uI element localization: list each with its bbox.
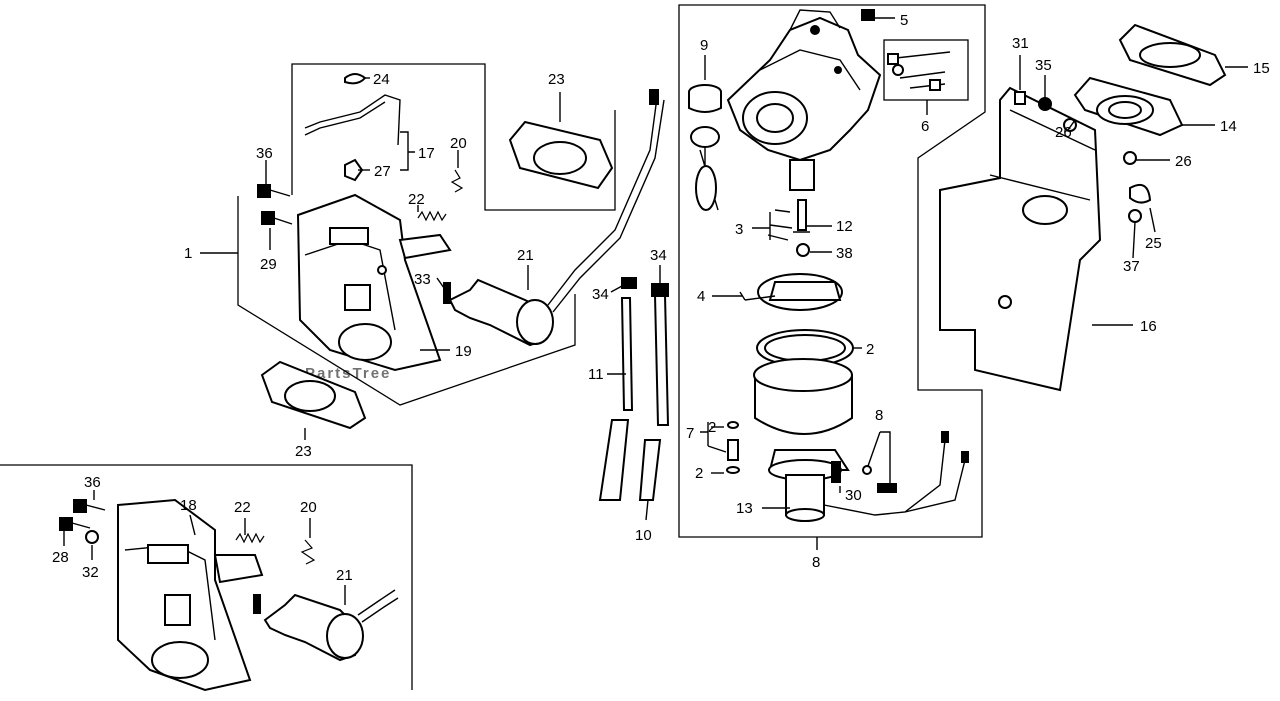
callout-29: 29 [260, 256, 277, 273]
callout-23-top: 23 [548, 71, 565, 88]
callout-17: 17 [418, 145, 435, 162]
callout-30: 30 [845, 487, 862, 504]
solenoid-group-box [237, 196, 576, 406]
callout-numbers: 5 9 6 12 3 38 4 2 34 34 11 10 7 2 2 8 30… [52, 12, 1270, 584]
callout-2-gasket: 2 [866, 341, 874, 358]
callout-26-left: 26 [1055, 124, 1072, 141]
callout-36-upper: 36 [256, 145, 273, 162]
callout-23-bottom: 23 [295, 443, 312, 460]
callout-28: 28 [52, 549, 69, 566]
callout-9: 9 [700, 37, 708, 54]
callout-31: 31 [1012, 35, 1029, 52]
leader-lines [63, 17, 1248, 605]
callout-24: 24 [373, 71, 390, 88]
callout-8-screws: 8 [875, 407, 883, 424]
callout-2-upper: 2 [708, 419, 716, 436]
callout-13: 13 [736, 500, 753, 517]
callout-16: 16 [1140, 318, 1157, 335]
callout-37: 37 [1123, 258, 1140, 275]
alternate-assembly [59, 498, 399, 692]
callout-2-lower: 2 [695, 465, 703, 482]
governor-assembly [257, 73, 665, 430]
callout-8-assembly: 8 [812, 554, 820, 571]
callout-34-right: 34 [650, 247, 667, 264]
carburetor-assembly [688, 9, 969, 522]
callout-12: 12 [836, 218, 853, 235]
callout-35: 35 [1035, 57, 1052, 74]
callout-5: 5 [900, 12, 908, 29]
callout-27: 27 [374, 163, 391, 180]
callout-15: 15 [1253, 60, 1270, 77]
carburetor-group-box [678, 4, 986, 538]
callout-20-upper: 20 [450, 135, 467, 152]
callout-1: 1 [184, 245, 192, 262]
callout-14: 14 [1220, 118, 1237, 135]
callout-18: 18 [180, 497, 197, 514]
callout-7: 7 [686, 425, 694, 442]
callout-11: 11 [588, 366, 604, 383]
callout-21-upper: 21 [517, 247, 534, 264]
callout-10: 10 [635, 527, 652, 544]
callout-38: 38 [836, 245, 853, 262]
lower-left-group-box [0, 464, 413, 690]
callout-34-left: 34 [592, 286, 609, 303]
callout-32: 32 [82, 564, 99, 581]
fuel-tubes [598, 277, 670, 501]
air-guide-group [939, 23, 1227, 392]
group-boxes [0, 4, 986, 690]
callout-6: 6 [921, 118, 929, 135]
callout-3: 3 [735, 221, 743, 238]
callout-19: 19 [455, 343, 472, 360]
callout-33: 33 [414, 271, 431, 288]
callout-25: 25 [1145, 235, 1162, 252]
callout-21-lower: 21 [336, 567, 353, 584]
callout-26-right: 26 [1175, 153, 1192, 170]
callout-22-upper: 22 [408, 191, 425, 208]
screw-subgroup-box [883, 39, 969, 101]
watermark-text: PartsTree [305, 365, 391, 382]
callout-20-lower: 20 [300, 499, 317, 516]
callout-4: 4 [697, 288, 705, 305]
governor-group-box [291, 63, 616, 211]
callout-36-lower: 36 [84, 474, 101, 491]
callout-22-lower: 22 [234, 499, 251, 516]
